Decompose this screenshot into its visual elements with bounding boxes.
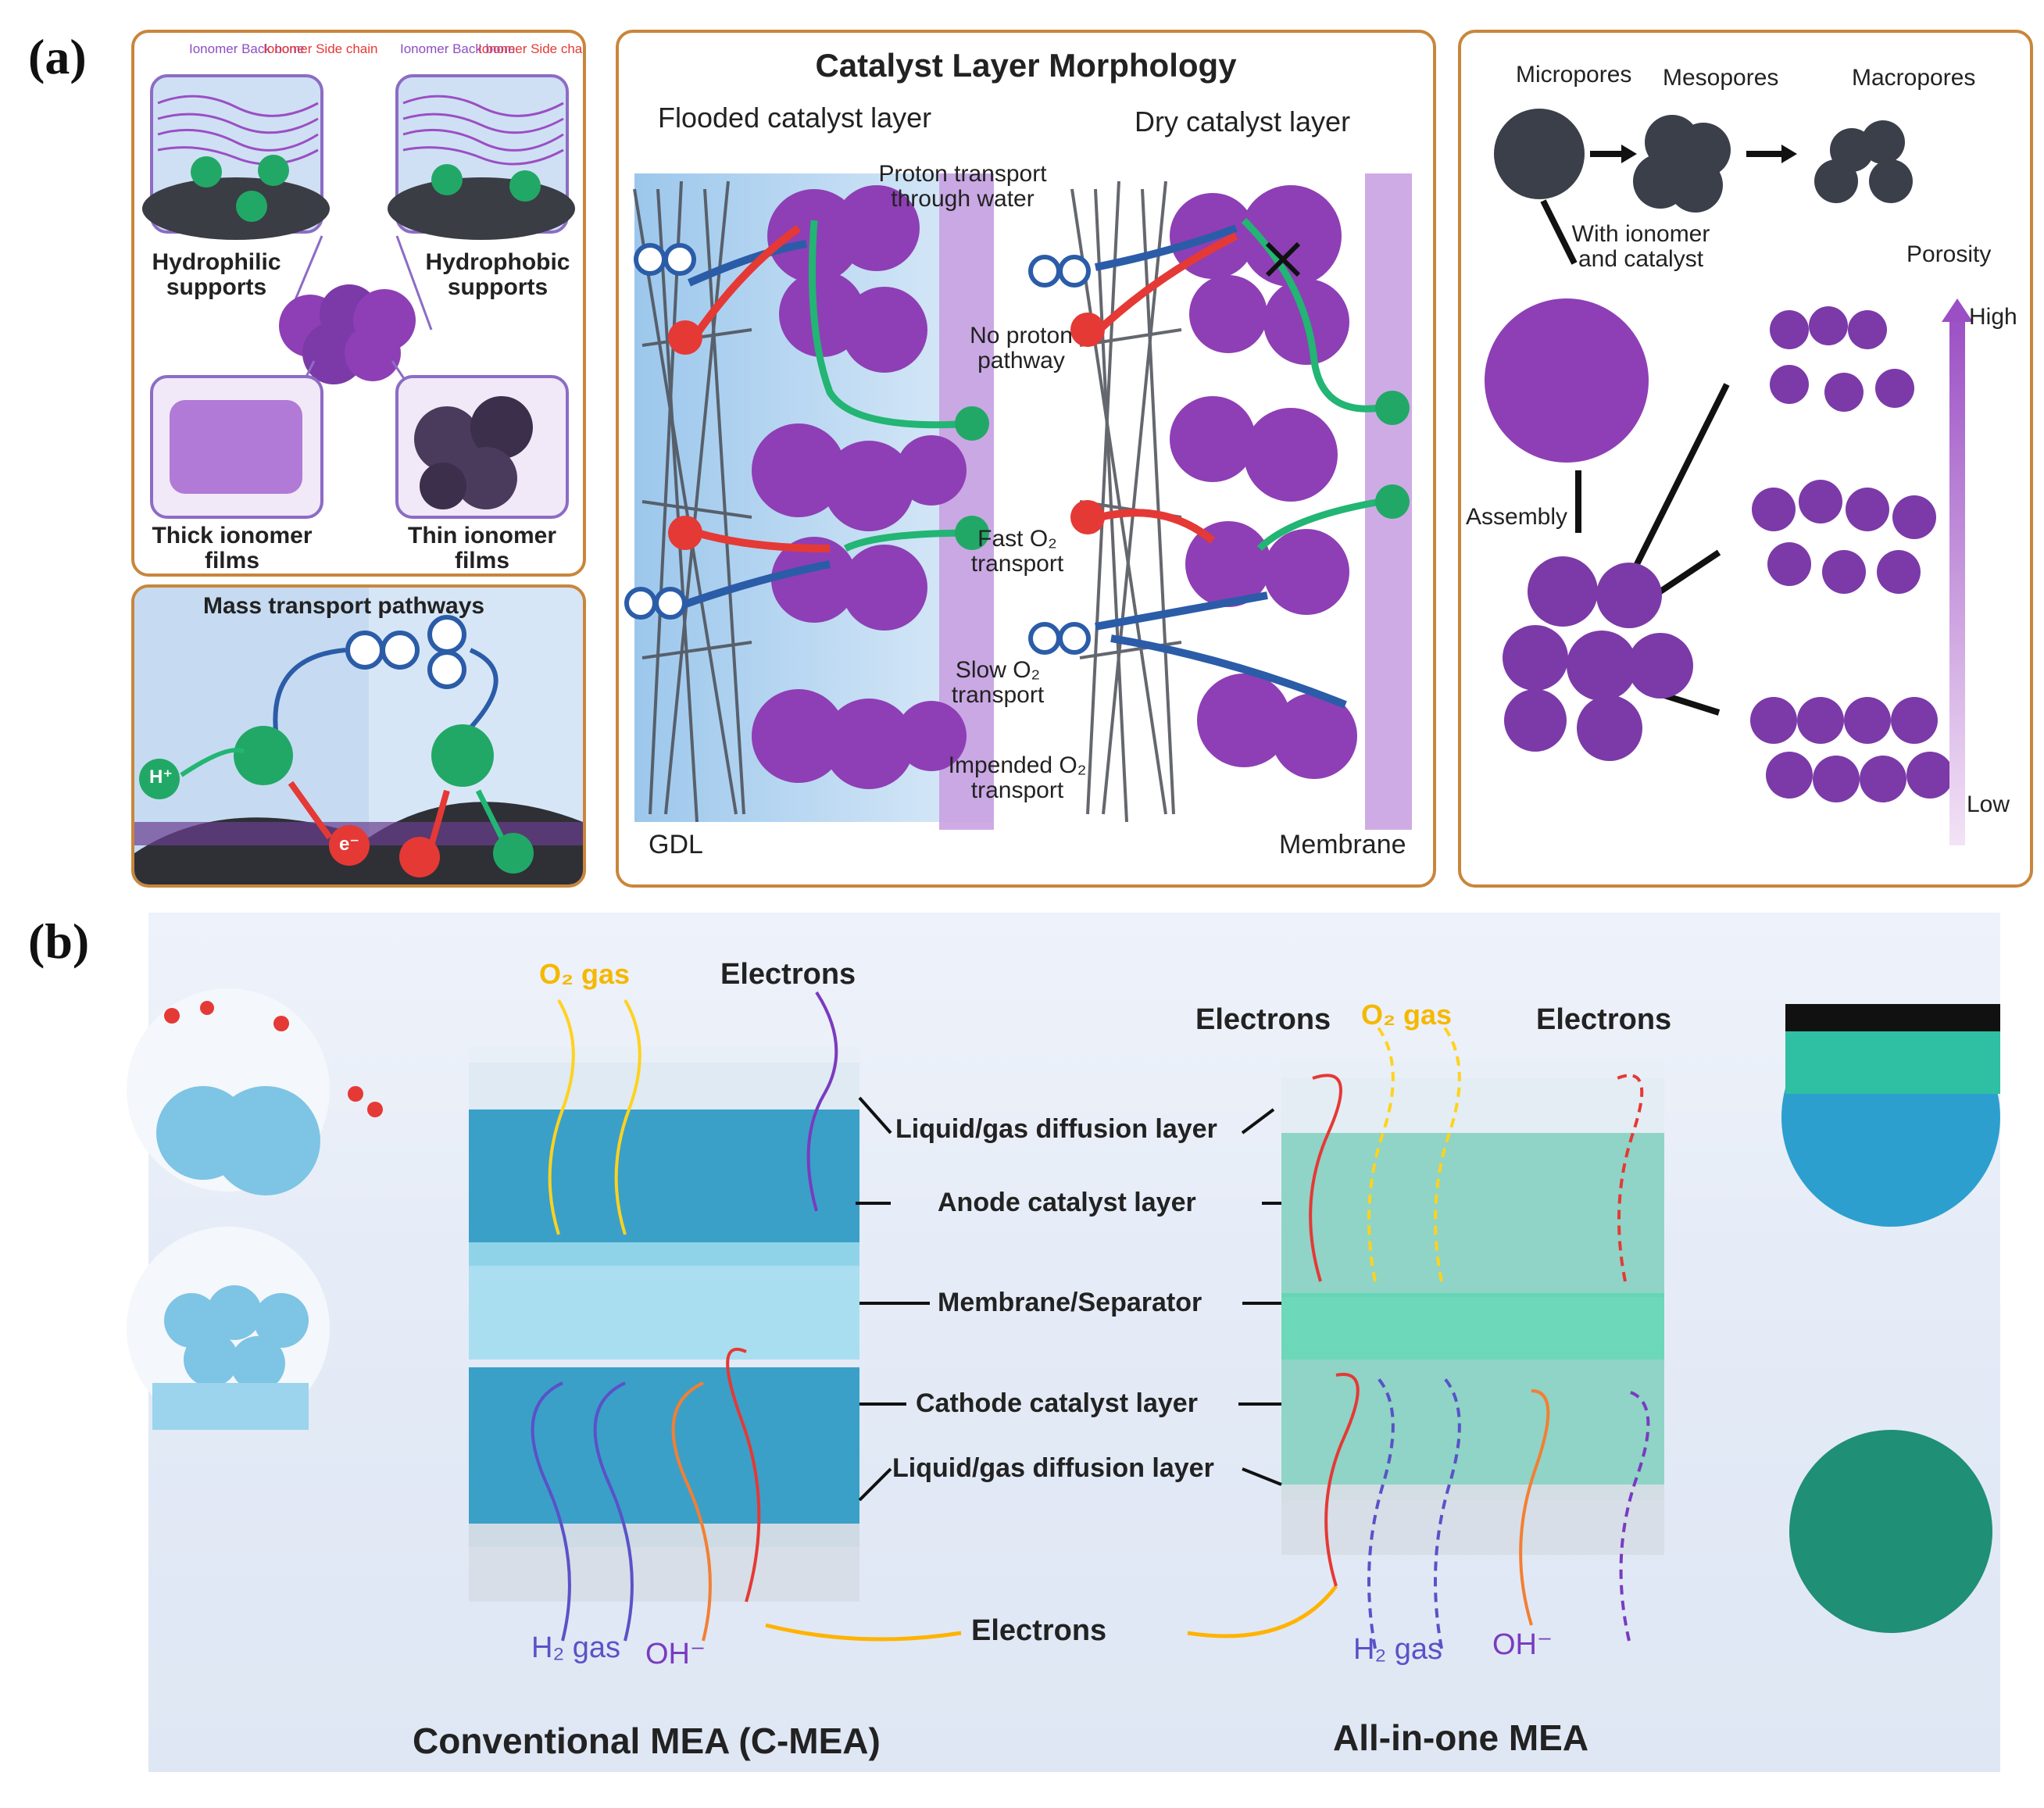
flooded-layer-label: Flooded catalyst layer [658, 102, 932, 134]
low-label: Low [1967, 791, 2010, 817]
membrane-separator-label: Membrane/Separator [938, 1288, 1202, 1317]
all-in-one-mea-title: All-in-one MEA [1333, 1717, 1589, 1758]
catalyst-morphology-box: Catalyst Layer Morphology Flooded cataly… [616, 30, 1436, 888]
electrons-label-top-left: Electrons [720, 958, 856, 991]
anode-layer-label: Anode catalyst layer [938, 1188, 1196, 1217]
lgdl-bottom-label: Liquid/gas diffusion layer [892, 1453, 1214, 1483]
pore-structure-box: Micropores Mesopores Macropores With ion… [1458, 30, 2033, 888]
oh-label-left: OH⁻ [645, 1638, 706, 1670]
electrons-label-top-middle: Electrons [1195, 1003, 1331, 1036]
ionomer-side-chain-label-left: Ionomer Side chain [263, 41, 378, 56]
oh-label-right: OH⁻ [1492, 1628, 1553, 1661]
catalyst-morphology-illustration [624, 173, 1412, 830]
fast-o2-label: Fast O₂ transport [970, 526, 1064, 577]
gdl-label: GDL [649, 830, 703, 859]
hydrophilic-supports-label: Hydrophilic supports [152, 249, 281, 300]
impended-o2-label: Impended O₂ transport [948, 752, 1087, 803]
h2-gas-label-left: H₂ gas [531, 1631, 621, 1664]
panel-b-letter: (b) [28, 913, 90, 969]
cathode-layer-label: Cathode catalyst layer [916, 1388, 1198, 1418]
mass-transport-illustration [134, 588, 583, 884]
ionomer-support-illustration [142, 74, 575, 519]
mesopores-label: Mesopores [1663, 65, 1779, 91]
o2-gas-label-right: O₂ gas [1361, 999, 1453, 1031]
membrane-label: Membrane [1279, 830, 1406, 859]
mass-transport-box: Mass transport pathways H⁺ e⁻ [131, 584, 586, 888]
e-minus-label: e⁻ [339, 834, 360, 855]
hydrophobic-supports-label: Hydrophobic supports [425, 249, 570, 300]
mass-transport-title: Mass transport pathways [203, 593, 485, 619]
high-label: High [1969, 304, 2017, 330]
panel-b-background [148, 913, 2000, 1772]
dry-layer-label: Dry catalyst layer [1135, 105, 1351, 138]
with-ionomer-label: With ionomer and catalyst [1571, 221, 1710, 272]
ionomer-support-box: Ionomer Back bone Ionomer Side chain Ion… [131, 30, 586, 577]
conventional-mea-title: Conventional MEA (C-MEA) [413, 1720, 881, 1761]
micropores-label: Micropores [1516, 62, 1632, 88]
h2-gas-label-right: H₂ gas [1353, 1633, 1443, 1666]
electrons-label-top-right: Electrons [1536, 1003, 1672, 1036]
catalyst-morphology-title: Catalyst Layer Morphology [815, 47, 1237, 84]
o2-gas-label-left: O₂ gas [539, 958, 631, 990]
thin-ionomer-films-label: Thin ionomer films [408, 523, 556, 573]
proton-water-label: Proton transport through water [878, 161, 1047, 212]
slow-o2-label: Slow O₂ transport [951, 657, 1045, 708]
electrons-label-bottom: Electrons [971, 1614, 1107, 1647]
assembly-label: Assembly [1466, 504, 1568, 530]
macropores-label: Macropores [1852, 65, 1976, 91]
porosity-label: Porosity [1906, 241, 1992, 267]
thick-ionomer-films-label: Thick ionomer films [152, 523, 313, 573]
pore-structure-illustration [1485, 109, 1973, 845]
ionomer-side-chain-label-right: Ionomer Side chain [478, 41, 586, 56]
lgdl-top-label: Liquid/gas diffusion layer [895, 1114, 1217, 1144]
no-proton-label: No proton pathway [970, 323, 1073, 373]
panel-a-letter: (a) [28, 29, 87, 84]
h-plus-label: H⁺ [149, 766, 173, 788]
